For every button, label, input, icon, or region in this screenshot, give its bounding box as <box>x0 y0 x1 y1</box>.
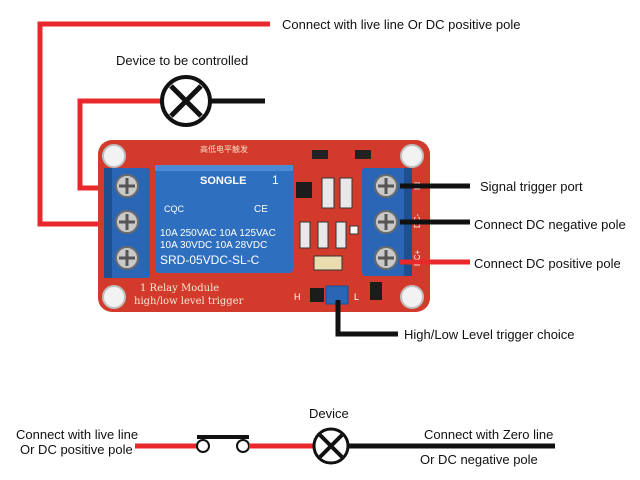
bottom-device-icon <box>312 427 350 465</box>
bottom-live-label-1: Connect with live line <box>16 427 139 442</box>
board-top-text: 高低电平触发 <box>200 144 248 154</box>
signal-trigger-label: Signal trigger port <box>480 179 583 194</box>
board-components <box>296 150 371 271</box>
jumper-h: H <box>294 292 301 302</box>
dc-positive-label: Connect DC positive pole <box>474 256 621 271</box>
device-label: Device <box>309 406 349 421</box>
live-wire-top <box>37 21 270 227</box>
device-wire-red <box>77 98 162 191</box>
pin-dcp-label: DC+ <box>413 249 422 266</box>
module-line2: high/low level trigger <box>134 296 244 307</box>
terminal-block-left <box>104 168 150 278</box>
device-controlled-label: Device to be controlled <box>116 53 249 68</box>
level-choice-label: High/Low Level trigger choice <box>404 327 575 342</box>
module-line1: 1 Relay Module <box>140 283 219 294</box>
relay-rating-2: 10A 30VDC 10A 28VDC <box>160 240 267 251</box>
relay-rating-1: 10A 250VAC 10A 125VAC <box>160 228 276 239</box>
relay-cqc: CQC <box>164 204 185 214</box>
zero-line-label-1: Connect with Zero line <box>424 427 554 442</box>
device-lamp-icon <box>160 75 212 127</box>
relay-component: SONGLE CQC CE 1 10A 250VAC 10A 125VAC 10… <box>155 165 293 273</box>
relay-pin: 1 <box>272 173 279 187</box>
relay-ce: CE <box>254 204 268 215</box>
zero-line-label-2: Or DC negative pole <box>420 452 538 467</box>
switch-icon <box>196 435 250 453</box>
relay-brand: SONGLE <box>200 175 246 187</box>
live-line-label: Connect with live line Or DC positive po… <box>282 17 521 32</box>
jumper-l: L <box>354 292 359 302</box>
terminal-block-right: IN DC- DC+ <box>362 168 422 276</box>
jumper-pointer-line <box>335 300 398 337</box>
relay-model: SRD-05VDC-SL-C <box>160 253 260 267</box>
dc-negative-label: Connect DC negative pole <box>474 217 626 232</box>
bottom-live-label-2: Or DC positive pole <box>20 442 133 457</box>
